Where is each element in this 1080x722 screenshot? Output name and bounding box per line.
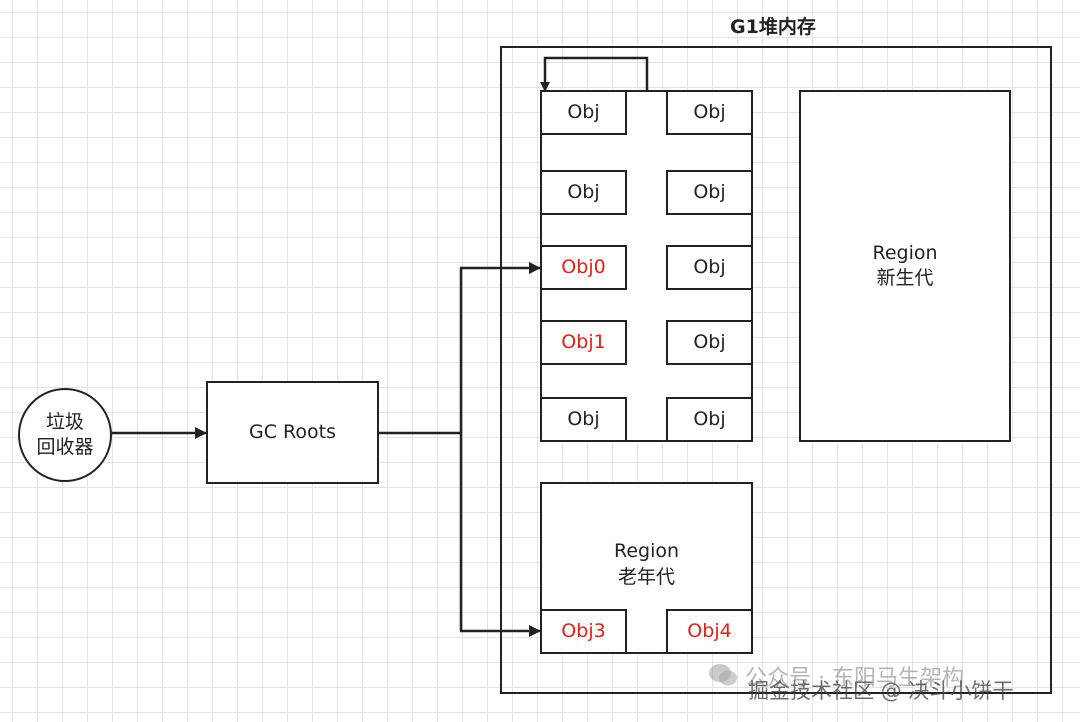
heap-title: G1堆内存 xyxy=(730,16,816,38)
obj-cell: Obj xyxy=(666,397,753,442)
obj-cell: Obj xyxy=(666,170,753,215)
obj-cell: Obj xyxy=(540,170,627,215)
garbage-collector-node: 垃圾 回收器 xyxy=(18,388,112,482)
obj-cell: Obj xyxy=(666,245,753,290)
old-region-label-group: Region 老年代 xyxy=(542,539,751,590)
obj3-cell: Obj3 xyxy=(540,609,627,654)
obj-cell: Obj xyxy=(540,90,627,135)
region-generation-label: 老年代 xyxy=(617,565,675,588)
obj0-cell: Obj0 xyxy=(540,245,627,290)
g1-heap-container xyxy=(500,46,1052,694)
obj1-cell: Obj1 xyxy=(540,320,627,365)
young-generation-region: Region 新生代 xyxy=(799,90,1011,442)
gc-roots-box: GC Roots xyxy=(206,381,379,484)
region-label: Region xyxy=(872,242,938,265)
obj-cell: Obj xyxy=(666,320,753,365)
region-generation-label: 新生代 xyxy=(876,267,934,289)
collector-label-line2: 回收器 xyxy=(36,436,94,458)
watermark-line2: 掘金技术社区 @ 决斗小饼干 xyxy=(748,679,1014,703)
region-label: Region xyxy=(613,540,680,562)
obj-cell: Obj xyxy=(666,90,753,135)
collector-label-line1: 垃圾 xyxy=(45,411,84,434)
watermark-line1: 公众号 · 东阳马生架构 xyxy=(745,666,964,691)
wechat-icon xyxy=(709,664,737,686)
obj-cell: Obj xyxy=(540,397,627,442)
obj4-cell: Obj4 xyxy=(666,609,753,654)
